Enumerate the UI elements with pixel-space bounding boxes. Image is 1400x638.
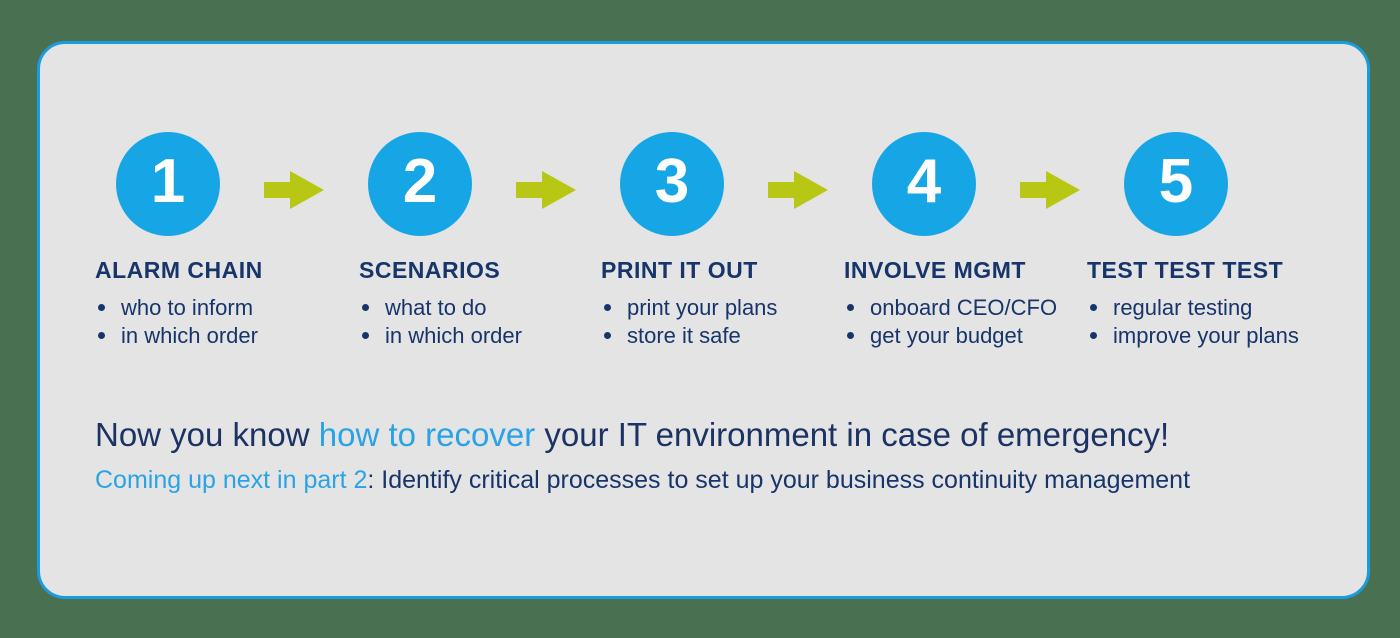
headline-part2: your IT environment in case of emergency… [535,416,1170,453]
bullet-item: onboard CEO/CFO [844,294,1057,322]
step-4-bullets: onboard CEO/CFO get your budget [844,294,1057,350]
step-5-number: 5 [1158,147,1194,216]
headline: Now you know how to recover your IT envi… [95,416,1169,454]
bullet-item: what to do [359,294,522,322]
step-2-circle: 2 [368,132,472,236]
bullet-item: get your budget [844,322,1057,350]
content-card: 1 ALARM CHAIN who to inform in which ord… [37,41,1370,599]
bullet-dot-icon [847,304,854,311]
step-2-number: 2 [402,147,438,216]
bullet-item: in which order [359,322,522,350]
step-1-number: 1 [150,147,186,216]
arrow-right-icon [264,171,324,209]
step-2-title: SCENARIOS [359,257,501,283]
step-4-circle: 4 [872,132,976,236]
bullet-text: print your plans [627,295,778,320]
bullet-text: who to inform [121,295,254,320]
step-4-number: 4 [906,147,942,216]
bullet-text: what to do [385,295,487,320]
step-5-circle: 5 [1124,132,1228,236]
bullet-text: regular testing [1113,295,1253,320]
step-5-title: TEST TEST TEST [1087,257,1284,283]
bullet-text: in which order [385,323,522,348]
bullet-dot-icon [98,304,105,311]
step-4-title: INVOLVE MGMT [844,257,1026,283]
bullet-dot-icon [1090,304,1097,311]
step-1-circle: 1 [116,132,220,236]
headline-part1: Now you know [95,416,319,453]
step-3-number: 3 [654,147,690,216]
bullet-dot-icon [604,304,611,311]
headline-highlight: how to recover [318,416,536,453]
bullet-text: improve your plans [1113,323,1299,348]
step-3-title: PRINT IT OUT [601,257,758,283]
subline-rest: : Identify critical processes to set up … [367,466,1191,494]
bullet-dot-icon [98,332,105,339]
bullet-item: regular testing [1087,294,1299,322]
bullet-dot-icon [1090,332,1097,339]
steps-row: 1 ALARM CHAIN who to inform in which ord… [40,44,1367,596]
bullet-text: onboard CEO/CFO [870,295,1058,320]
bullet-dot-icon [847,332,854,339]
arrow-right-icon [768,171,828,209]
step-3-bullets: print your plans store it safe [601,294,777,350]
step-3-circle: 3 [620,132,724,236]
arrow-right-icon [516,171,576,209]
arrow-right-icon [1020,171,1080,209]
step-1-title: ALARM CHAIN [95,257,263,283]
bullet-text: get your budget [870,323,1023,348]
bullet-dot-icon [362,332,369,339]
bullet-item: print your plans [601,294,777,322]
bullet-item: improve your plans [1087,322,1299,350]
subline-highlight: Coming up next in part 2 [95,466,368,494]
step-1-bullets: who to inform in which order [95,294,258,350]
bullet-item: who to inform [95,294,258,322]
subline: Coming up next in part 2: Identify criti… [95,466,1190,495]
bullet-item: store it safe [601,322,777,350]
bullet-item: in which order [95,322,258,350]
step-2-bullets: what to do in which order [359,294,522,350]
bullet-text: store it safe [627,323,741,348]
bullet-dot-icon [362,304,369,311]
step-5-bullets: regular testing improve your plans [1087,294,1299,350]
bullet-text: in which order [121,323,258,348]
bullet-dot-icon [604,332,611,339]
